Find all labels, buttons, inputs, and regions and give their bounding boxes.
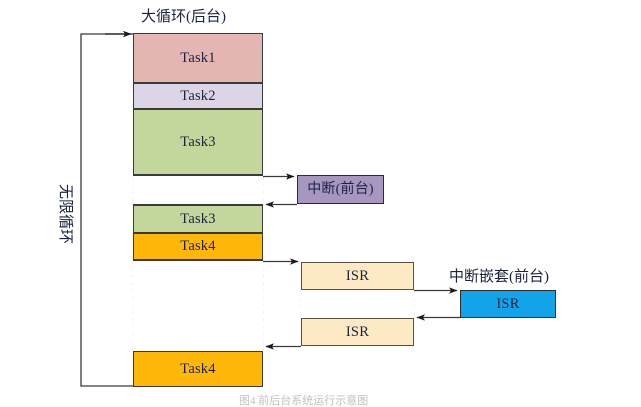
task-block-task4-first[interactable]: Task4 (133, 233, 263, 260)
nested-isr-block[interactable]: ISR (460, 290, 556, 318)
task-gap-isr-suspend (133, 260, 263, 352)
task-block-label: Task2 (180, 87, 216, 104)
infinite-loop-bracket (80, 30, 133, 387)
task-block-task3-second[interactable]: Task3 (133, 205, 263, 233)
task-block-task4-second[interactable]: Task4 (133, 351, 263, 387)
isr-gap-nested-suspend (301, 289, 414, 319)
task-block-label: Task3 (180, 210, 216, 227)
task-block-label: Task1 (180, 49, 216, 66)
interrupt-block[interactable]: 中断(前台) (297, 175, 384, 204)
isr-block-top[interactable]: ISR (301, 262, 414, 290)
task-gap-interrupt-suspend (133, 175, 263, 205)
isr-block-bottom[interactable]: ISR (301, 318, 414, 346)
task-block-task1[interactable]: Task1 (133, 33, 263, 83)
task-block-label: Task3 (180, 133, 216, 150)
isr-block-label: ISR (345, 267, 370, 284)
task-block-task3-first[interactable]: Task3 (133, 109, 263, 175)
task-block-label: Task4 (180, 238, 216, 255)
figure-caption: 图4 前后台系统运行示意图 (239, 395, 369, 407)
interrupt-block-label: 中断(前台) (307, 181, 374, 197)
infinite-loop-label: 无限循环 (57, 184, 73, 245)
task-block-task2[interactable]: Task2 (133, 83, 263, 109)
task-block-label: Task4 (180, 360, 216, 377)
background-loop-title: 大循环(后台) (141, 9, 226, 25)
isr-block-label: ISR (345, 323, 370, 340)
nested-isr-block-label: ISR (496, 295, 520, 312)
nested-interrupt-title: 中断嵌套(前台) (449, 269, 549, 285)
